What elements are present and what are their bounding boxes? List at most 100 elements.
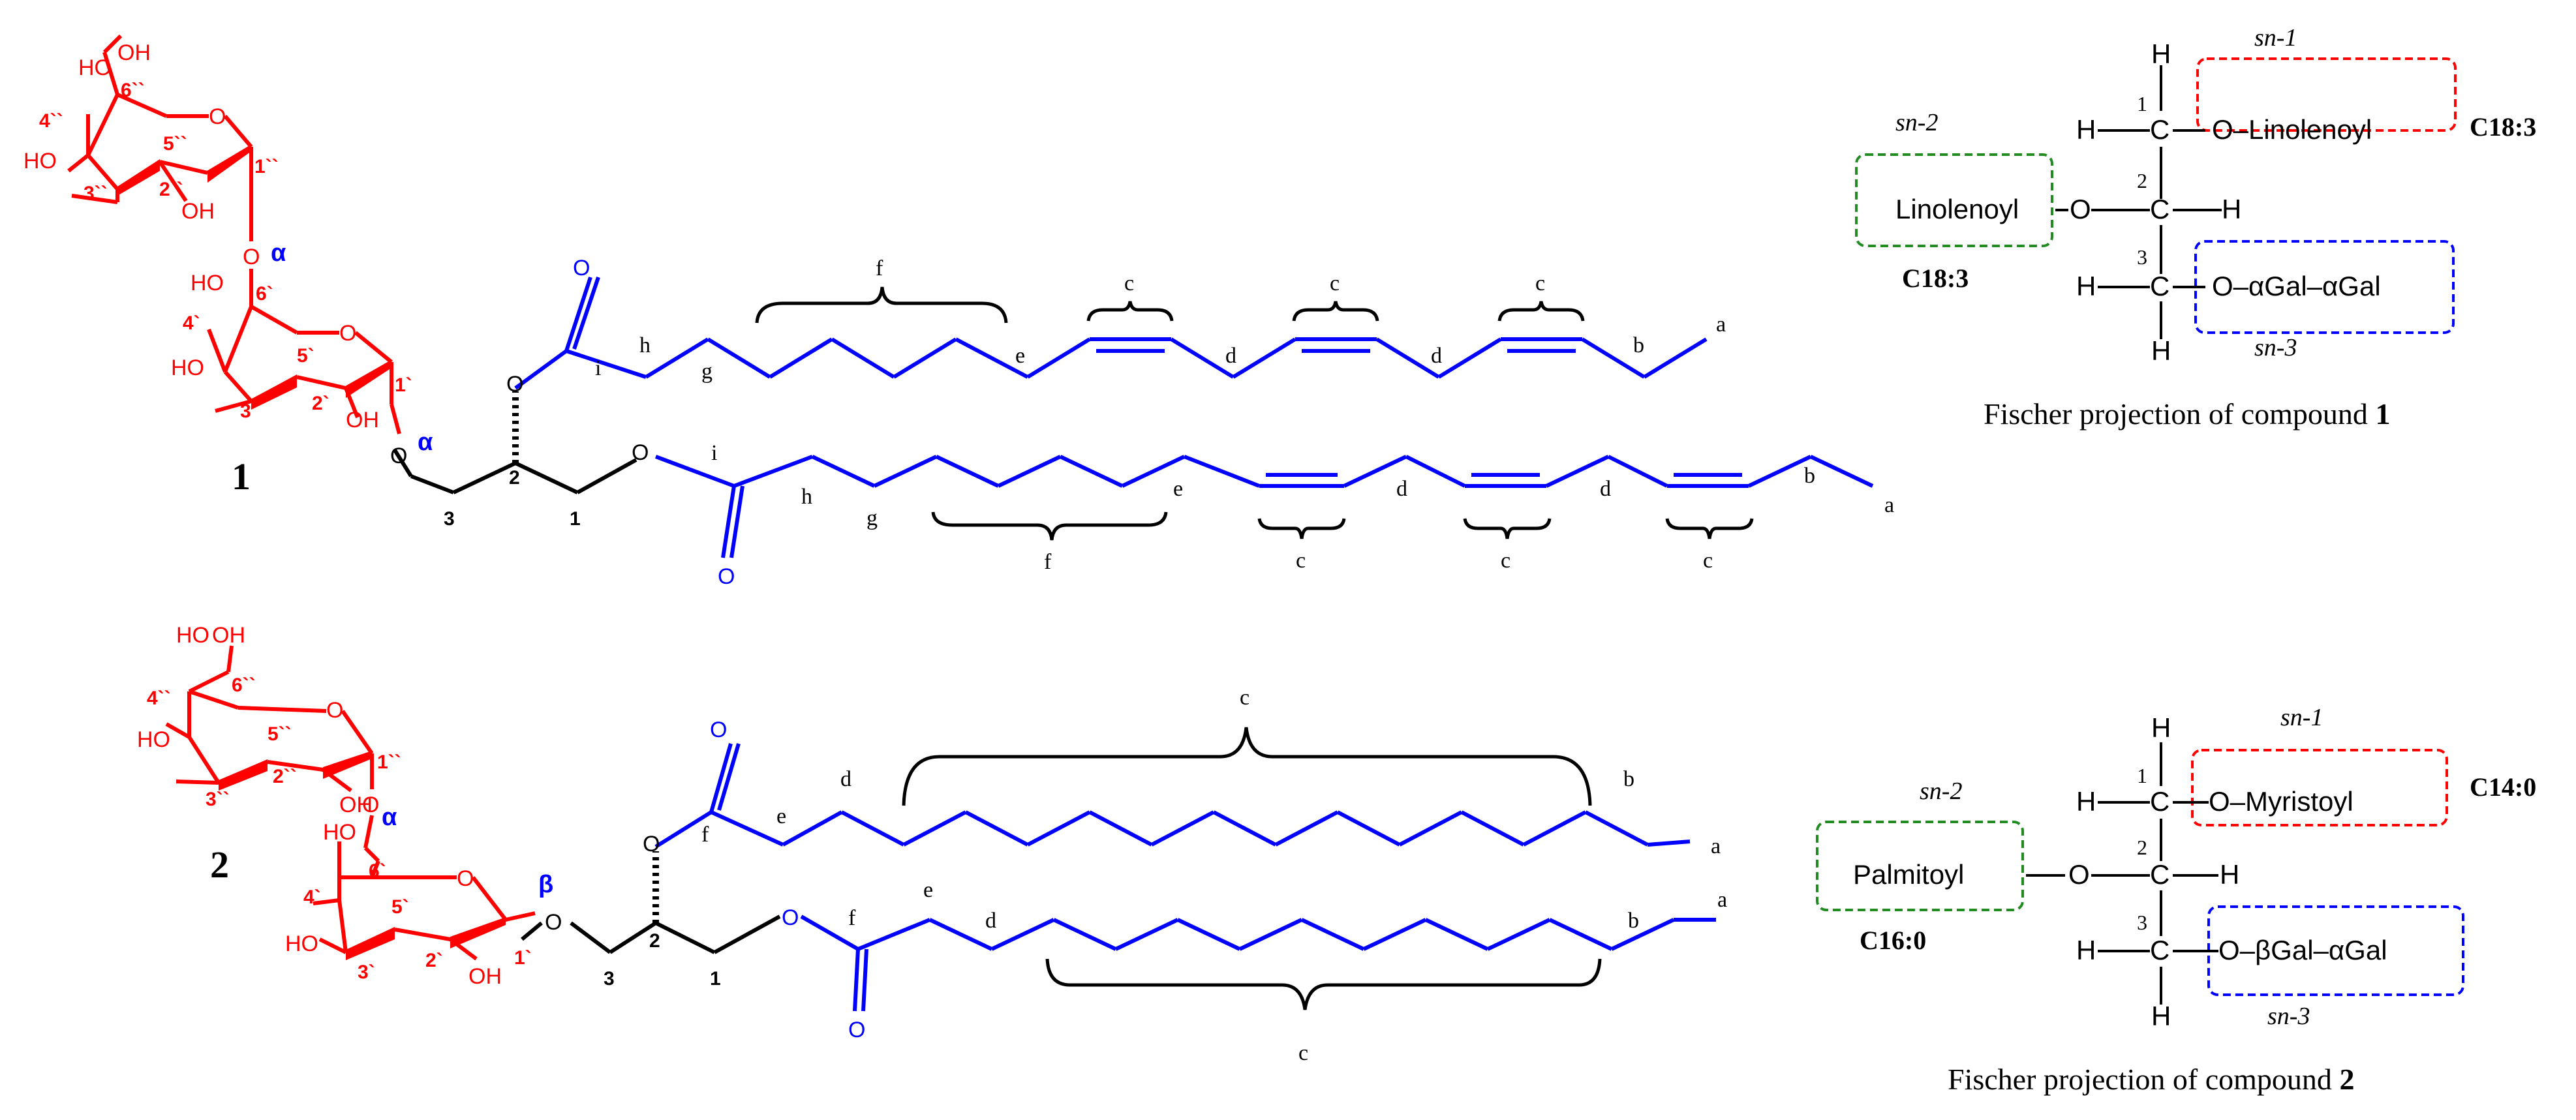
fischer-1-sn1-label: sn-1 — [2254, 24, 2297, 52]
fischer-2-sn3-label: sn-3 — [2267, 1003, 2310, 1030]
fischer-2-sn2-label: sn-2 — [1920, 778, 1962, 805]
fischer-1-o-sn2: O — [2070, 194, 2091, 224]
fischer-2-caption-text: Fischer projection of compound — [1948, 1063, 2339, 1096]
compound-2-ho-3p: HO — [285, 931, 318, 956]
compound-2-top-f: f — [701, 823, 709, 847]
compound-1-bottom-chain — [654, 455, 1874, 558]
compound-1-glycerol — [393, 391, 637, 494]
compound-1-glycosidic-o-2: O — [390, 444, 407, 468]
fischer-1-sn1-box — [2196, 57, 2457, 132]
compound-1-c4pp: 4`` — [39, 110, 63, 132]
compound-1-number: 1 — [232, 455, 251, 498]
compound-1-top-c1: c — [1124, 271, 1134, 295]
compound-1-bottom-d2: d — [1600, 477, 1611, 501]
compound-2-top-e: e — [776, 804, 786, 828]
compound-1-c3pp: 3`` — [84, 183, 108, 204]
compound-2-c6pp: 6`` — [232, 674, 256, 696]
fischer-2-sn2-group: Palmitoyl — [1853, 859, 1964, 890]
compound-1-glycerol-c3: 3 — [444, 508, 455, 530]
compound-1-glycerol-c1: 1 — [570, 508, 581, 530]
fischer-1-caption-number: 1 — [2375, 397, 2390, 431]
compound-1-c6p: 6` — [256, 283, 273, 305]
fischer-1-sn3-label: sn-3 — [2254, 334, 2297, 361]
compound-1-top-c1-brace — [1086, 301, 1174, 322]
compound-2-c5p: 5` — [391, 896, 409, 918]
fischer-2-caption: Fischer projection of compound 2 — [1948, 1063, 2354, 1096]
compound-2-inner-sugar-wedge-2 — [450, 917, 506, 948]
compound-1-bottom-h: h — [801, 485, 812, 509]
fischer-1-sn1-tag: C18:3 — [2470, 112, 2536, 142]
compound-2-glycerol-c3: 3 — [604, 968, 615, 990]
compound-2-outer-sugar-wedge-2 — [323, 751, 372, 779]
fischer-1-sn3-box — [2194, 240, 2455, 334]
compound-2-bottom-a: a — [1717, 888, 1727, 912]
fischer-1-sn3-group: O–αGal–αGal — [2212, 271, 2381, 301]
compound-1-bottom-c1: c — [1296, 549, 1306, 573]
compound-1-c2p: 2` — [312, 393, 330, 414]
compound-1-bottom-i: i — [711, 441, 717, 465]
fischer-1-c1: C — [2150, 114, 2170, 145]
compound-1-top-f: f — [876, 256, 883, 280]
compound-1-top-d2: d — [1431, 344, 1442, 368]
compound-1-oh-6pp: OH — [117, 40, 151, 65]
compound-2-link-inner: α — [382, 804, 397, 831]
compound-1-bottom-e: e — [1173, 477, 1183, 501]
fischer-1-c3: C — [2150, 271, 2170, 301]
fischer-1-skeleton — [2055, 65, 2222, 339]
compound-1-top-c2-brace — [1292, 301, 1379, 322]
compound-1-c6pp: 6`` — [121, 80, 145, 101]
compound-2-bottom-e: e — [923, 878, 933, 902]
fischer-2-c2: C — [2150, 859, 2170, 890]
compound-1-top-c2: c — [1330, 271, 1340, 295]
compound-2-c2pp: 2`` — [273, 766, 297, 787]
fischer-1-sn2-label: sn-2 — [1895, 109, 1938, 136]
compound-2-c4pp: 4`` — [147, 688, 171, 709]
compound-2-top-chain — [654, 743, 1691, 849]
compound-2-link-outer: β — [538, 871, 553, 898]
compound-1-link-outer: α — [418, 429, 433, 456]
compound-2-ho-4p: HO — [323, 820, 356, 845]
compound-2-top-ester-o: O — [643, 832, 660, 856]
compound-1-bottom-a: a — [1884, 493, 1894, 517]
compound-1-top-carbonyl-o: O — [573, 256, 590, 280]
compound-2-c1p: 1` — [514, 947, 532, 969]
fischer-2-sn3-group: O–βGal–αGal — [2218, 935, 2387, 965]
compound-1-top-i: i — [595, 356, 601, 380]
compound-1-top-g: g — [701, 359, 713, 384]
fischer-1-h-bottom: H — [2151, 335, 2171, 366]
fischer-1-sn2-tag: C18:3 — [1902, 264, 1969, 293]
fischer-2-h-top: H — [2151, 712, 2171, 743]
fischer-projection-1: sn-1 sn-2 sn-3 H H C 1 O–Linolenoyl C18:… — [1855, 24, 2536, 431]
compound-1-inner-ring-o: O — [339, 321, 356, 346]
compound-2-glycerol-c1: 1 — [710, 968, 721, 990]
fischer-1-h-c2: H — [2222, 194, 2241, 224]
fischer-1-caption: Fischer projection of compound 1 — [1984, 397, 2390, 431]
compound-1-bottom-c2: c — [1501, 549, 1510, 573]
compound-2-ho-6pp: HO — [176, 623, 209, 648]
compound-1-bottom-c3-brace — [1665, 518, 1754, 539]
compound-1-top-c3-brace — [1497, 301, 1585, 322]
fischer-2-sn1-group: O–Myristoyl — [2209, 786, 2354, 817]
fischer-2-skeleton — [2026, 742, 2218, 1005]
compound-1-outer-sugar-wedge — [117, 159, 160, 196]
fischer-1-num-1: 1 — [2137, 92, 2147, 115]
compound-1-top-a: a — [1716, 312, 1726, 337]
compound-1-ho-4pp: HO — [23, 149, 57, 174]
fischer-1-sn2-box — [1855, 153, 2053, 247]
compound-2-c5pp: 5`` — [268, 723, 292, 745]
fischer-2-sn2-tag: C16:0 — [1860, 926, 1926, 955]
compound-1-c1pp: 1`` — [254, 156, 279, 177]
compound-1-top-h: h — [639, 333, 651, 357]
compound-2-bottom-b: b — [1628, 909, 1639, 933]
compound-2-oh-2pp: OH — [339, 793, 373, 817]
compound-1-oh-2pp: OH — [181, 199, 215, 224]
fischer-2-c1: C — [2150, 786, 2170, 817]
compound-2-top-carbonyl-o: O — [710, 718, 727, 742]
fischer-2-c3: C — [2150, 935, 2170, 965]
compound-2-ho-4pp: HO — [137, 727, 170, 752]
compound-1-bottom-c1-brace — [1257, 518, 1346, 539]
compound-1-glycerol-c2: 2 — [509, 467, 520, 489]
compound-2-oh-6pp: OH — [212, 623, 245, 648]
fischer-2-num-1: 1 — [2137, 764, 2147, 787]
